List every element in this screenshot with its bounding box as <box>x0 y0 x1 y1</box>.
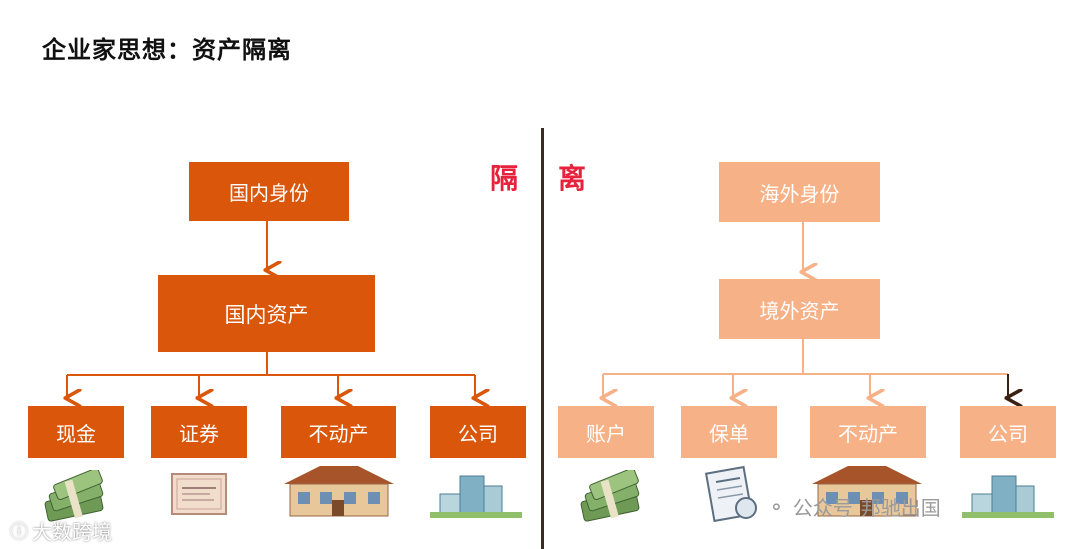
watermark-bottom-left: ⓘ 大数跨境 <box>10 516 112 545</box>
policy-document-icon <box>704 465 757 523</box>
left-assets-box: 国内资产 <box>158 275 375 352</box>
separator-line <box>541 128 544 549</box>
watermark-bottom-right-text-1: 公众号 <box>792 496 853 520</box>
building-icon <box>962 475 1054 518</box>
wechat-icon: ⚬ <box>768 494 785 519</box>
right-item-company: 公司 <box>960 406 1056 458</box>
watermark-bottom-right: ⚬ 公众号 邦驰出国 <box>768 492 941 521</box>
logo-icon: ⓘ <box>10 521 28 543</box>
house-icon <box>812 466 922 517</box>
right-item-real-estate: 不动产 <box>810 406 926 458</box>
left-item-company: 公司 <box>430 406 526 458</box>
certificate-icon <box>171 473 227 515</box>
left-item-securities: 证券 <box>151 406 247 458</box>
left-identity-box: 国内身份 <box>189 162 349 221</box>
watermark-bottom-right-text-2: 邦驰出国 <box>860 496 941 520</box>
house-icon <box>284 466 394 517</box>
left-item-cash: 现金 <box>28 406 124 458</box>
page-title: 企业家思想：资产隔离 <box>42 36 292 64</box>
right-assets-box: 境外资产 <box>719 279 880 339</box>
left-item-real-estate: 不动产 <box>281 406 396 458</box>
right-item-account: 账户 <box>558 406 654 458</box>
right-item-policy: 保单 <box>681 406 777 458</box>
money-stack-icon <box>580 470 640 522</box>
separator-label-left: 隔 <box>490 162 519 195</box>
money-stack-icon <box>44 470 104 522</box>
building-icon <box>430 475 522 518</box>
right-identity-box: 海外身份 <box>719 162 880 222</box>
separator-label-right: 离 <box>558 162 587 195</box>
watermark-bottom-left-text: 大数跨境 <box>32 520 112 544</box>
